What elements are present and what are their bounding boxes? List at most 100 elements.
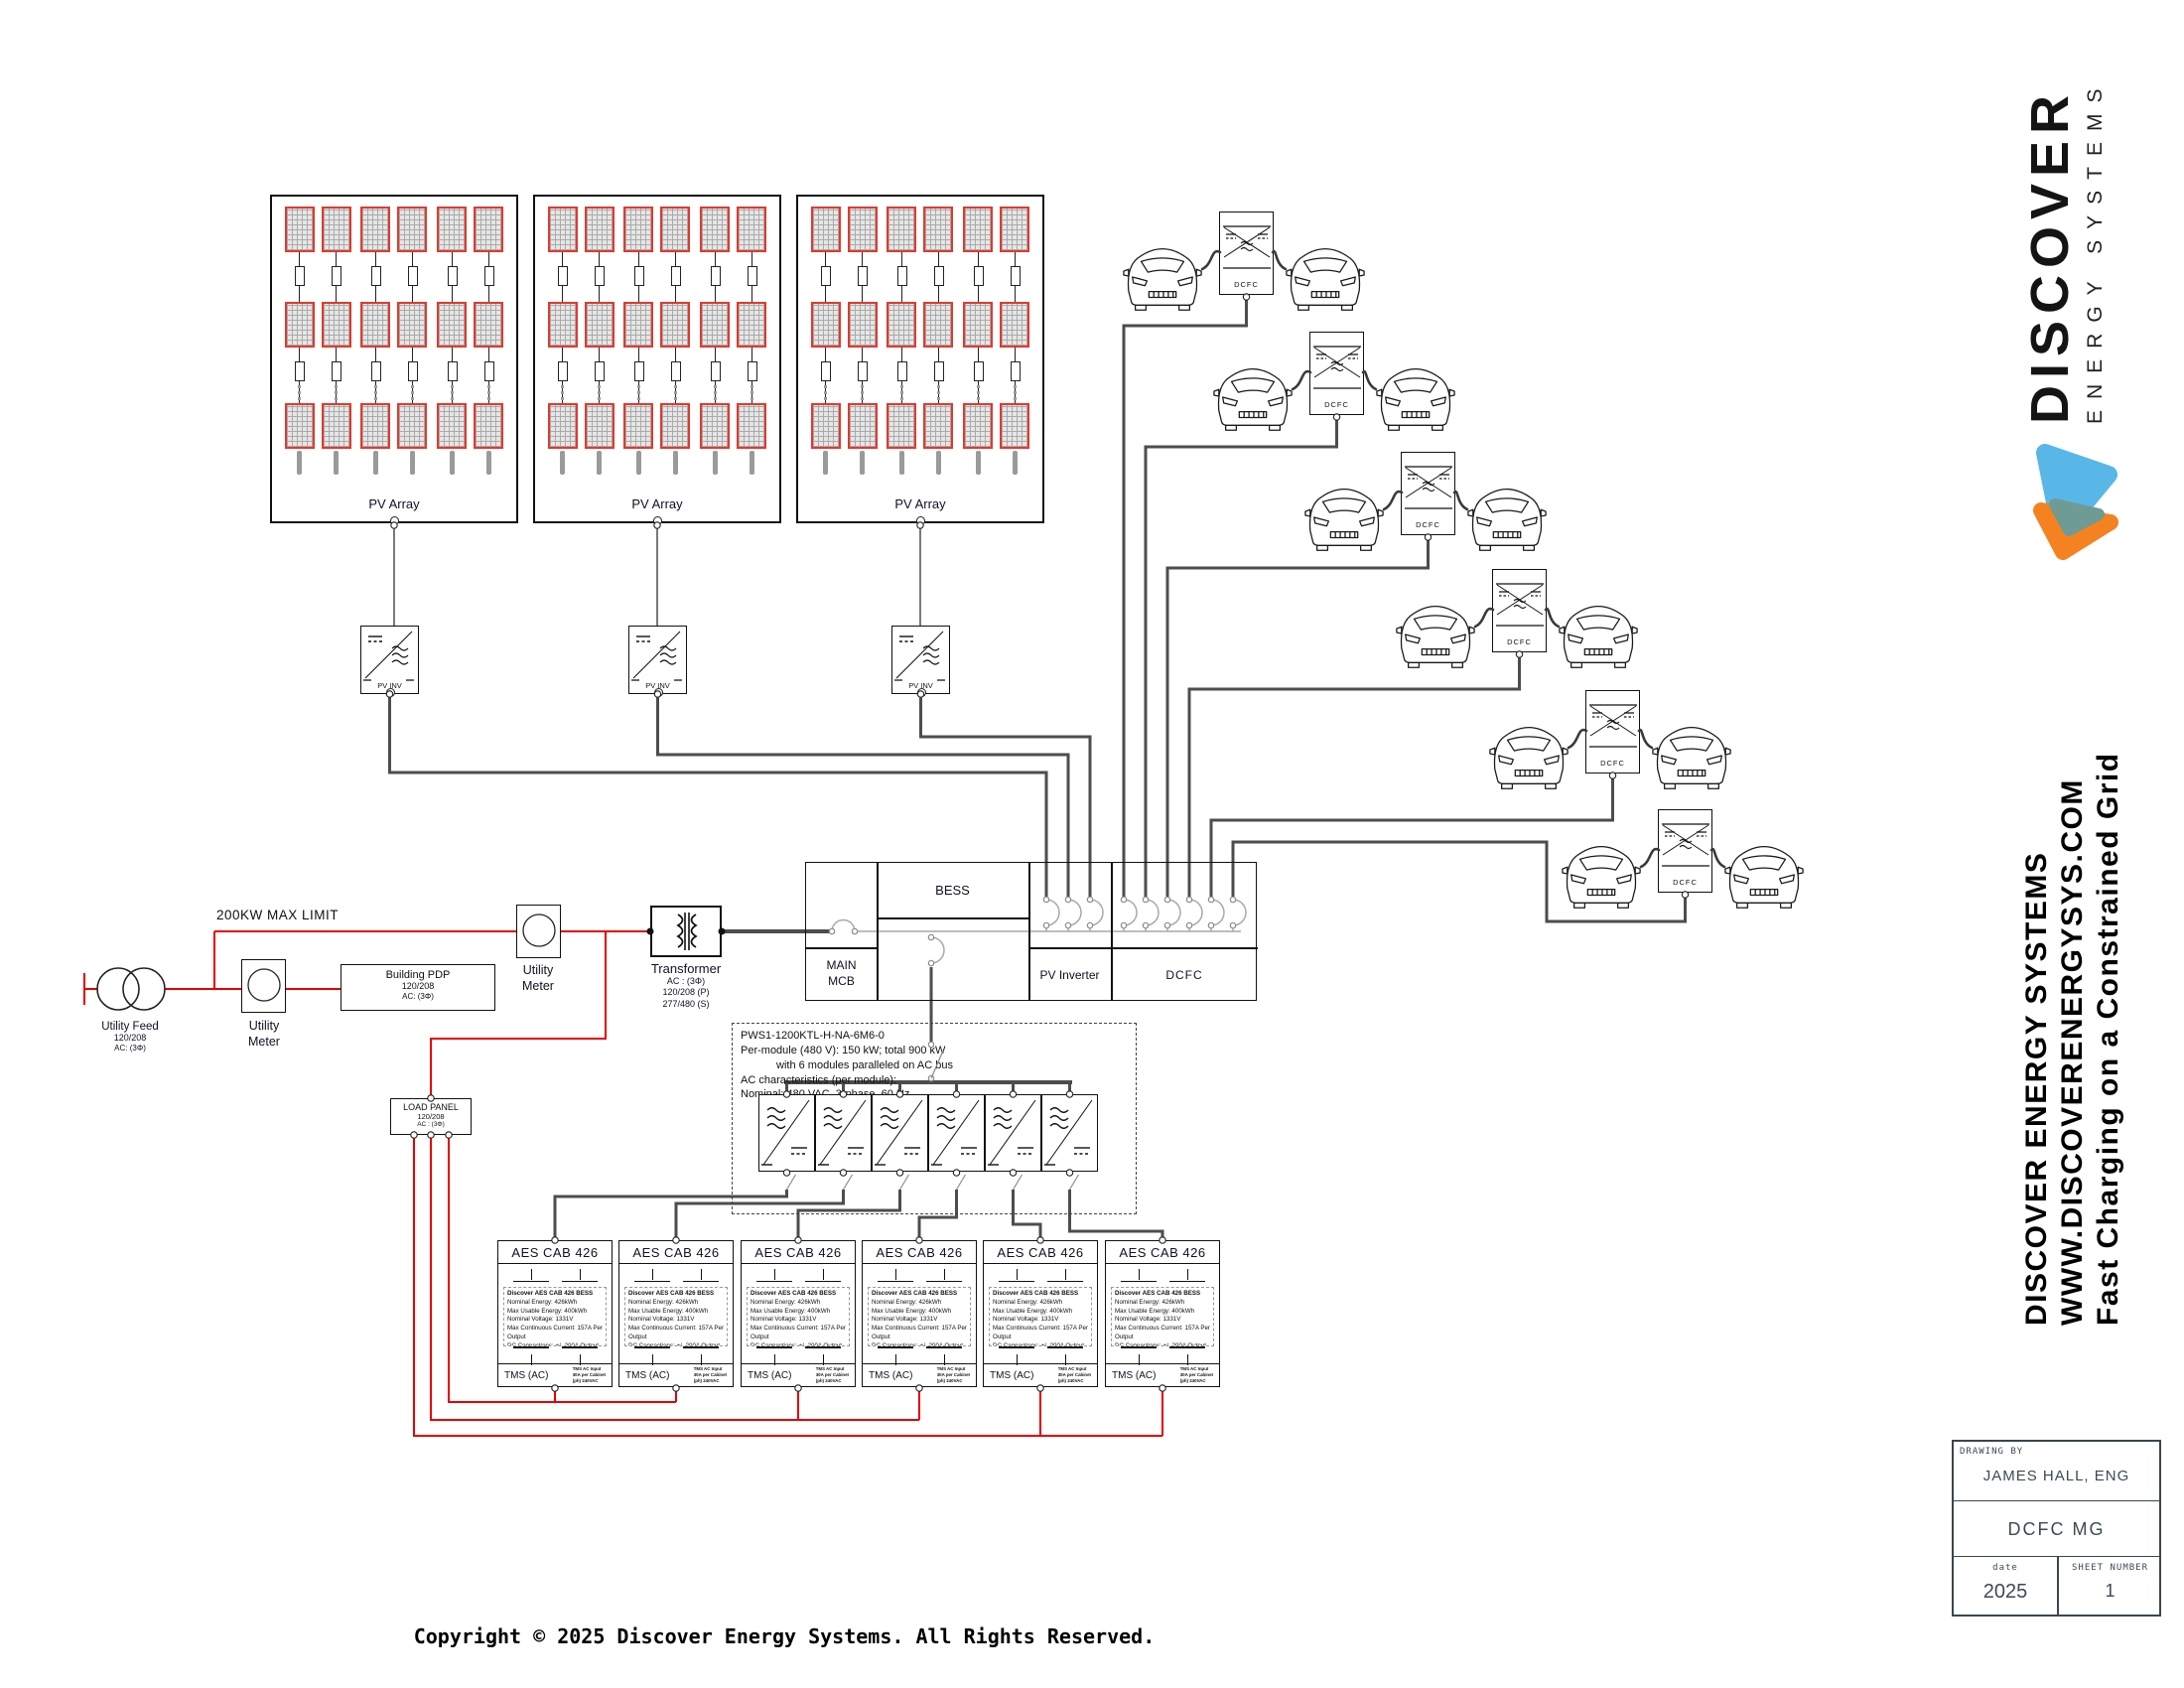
pv-panel-icon (887, 403, 917, 449)
pv-string-pair (360, 207, 428, 477)
cabinet-footer: TMS (AC) TMS AC Input 30A per Cabinet (p… (984, 1363, 1097, 1386)
dcfc-station-label: DCFC (1673, 878, 1698, 887)
dc-contact-icon (1168, 1269, 1205, 1282)
bess-section-label: BESS (935, 883, 970, 898)
dcfc-symbol-icon (1495, 583, 1544, 627)
spec-line: Discover AES CAB 426 BESS (628, 1290, 715, 1297)
pv-panel-icon (623, 207, 654, 252)
dc-contact-icon (925, 1346, 962, 1365)
cabinet-title: AES CAB 426 (1106, 1241, 1219, 1264)
dc-contact-icon (512, 1346, 549, 1365)
cabinet-title: AES CAB 426 (619, 1241, 733, 1264)
spec-line: Max Usable Energy: 400kWh (993, 1307, 1073, 1315)
fuse-icon (670, 361, 681, 381)
utility-meter-2-label: Utility Meter (522, 963, 554, 993)
fuse-icon (483, 361, 494, 381)
spec-line: Max Continuous Current: 157A Per Output (507, 1325, 603, 1340)
dcfc-charger: DCFC (1401, 452, 1455, 535)
pv-panel-icon (284, 207, 315, 252)
spec-line: Nominal Energy: 426kWh (507, 1298, 578, 1306)
inverter-symbol-icon (363, 631, 414, 681)
ev-car-icon (1286, 248, 1365, 311)
bess-inverter-module-icon (818, 1099, 867, 1166)
pv-panel-icon (847, 207, 878, 252)
spec-line: DC Connections: +/- 200A Output (993, 1341, 1085, 1346)
drawing-by-value: JAMES HALL, ENG (1982, 1468, 2130, 1484)
fuse-icon (370, 361, 381, 381)
dc-contact-icon (755, 1346, 792, 1365)
pv-panel-icon (737, 302, 767, 348)
main-mcb-label: MAIN MCB (826, 958, 857, 988)
ev-car-icon (1467, 489, 1547, 551)
dcfc-charger: DCFC (1309, 332, 1364, 415)
title-block: DRAWING BY JAMES HALL, ENG DCFC MG date … (1952, 1440, 2161, 1617)
bess-inverter-module-4 (928, 1094, 985, 1172)
fuse-icon (595, 266, 606, 286)
tms-note: TMS AC Input 30A per Cabinet (ph) 240VAC (1057, 1366, 1091, 1383)
bess-inverter-notes: PWS1-1200KTL-H-NA-6M6-0 Per-module (480 … (741, 1030, 953, 1100)
pv-string-pair (810, 207, 878, 477)
dc-breaker-row (742, 1269, 855, 1282)
spec-line: Nominal Voltage: 1331V (628, 1316, 695, 1324)
pv-array-3: PV Array (796, 195, 1044, 525)
spec-line: Nominal Voltage: 1331V (872, 1316, 938, 1324)
pv-panel-icon (360, 207, 391, 252)
date-value: 2025 (1982, 1581, 2028, 1603)
tms-label: TMS (AC) (869, 1369, 913, 1381)
dc-breaker-row (863, 1346, 976, 1365)
fuse-icon (933, 361, 944, 381)
dc-contact-icon (1046, 1346, 1083, 1365)
battery-cabinet-2: AES CAB 426 Discover AES CAB 426 BESS No… (618, 1240, 734, 1387)
divider (806, 947, 877, 949)
pv-panel-icon (437, 403, 468, 449)
pv-string-column (1000, 207, 1030, 477)
cabinet-spec-box: Discover AES CAB 426 BESS Nominal Energy… (1111, 1287, 1214, 1346)
pv-panel-icon (810, 207, 841, 252)
bess-inverter-module-2 (815, 1094, 872, 1172)
pv-panel-icon (1000, 207, 1030, 252)
charging-station-4: DCFC (1393, 569, 1641, 676)
charging-station-5: DCFC (1486, 690, 1734, 797)
pv-panel-icon (397, 403, 428, 449)
pv-panel-icon (623, 302, 654, 348)
spec-line: DC Connections: +/- 200A Output (872, 1341, 964, 1346)
pv-panel-icon (584, 403, 614, 449)
spec-line: Max Usable Energy: 400kWh (507, 1307, 588, 1315)
string-terminal-icon (297, 451, 303, 475)
fuse-icon (747, 266, 757, 286)
charging-station-1: DCFC (1120, 211, 1368, 319)
pv-panel-icon (284, 403, 315, 449)
pv-panel-icon (321, 302, 351, 348)
fuse-icon (332, 361, 342, 381)
battery-cabinet-1: AES CAB 426 Discover AES CAB 426 BESS No… (497, 1240, 613, 1387)
pv-panel-icon (284, 302, 315, 348)
fuse-icon (670, 266, 681, 286)
dc-contact-icon (633, 1346, 670, 1365)
string-terminal-icon (975, 451, 981, 475)
pv-array-label: PV Array (631, 496, 683, 511)
tms-label: TMS (AC) (990, 1369, 1034, 1381)
pv-panel-icon (963, 302, 994, 348)
pv-panel-icon (737, 403, 767, 449)
string-terminal-icon (672, 451, 678, 475)
fuse-icon (370, 266, 381, 286)
pv-panel-icon (397, 302, 428, 348)
ev-car-icon (1376, 368, 1455, 431)
spec-line: Discover AES CAB 426 BESS (993, 1290, 1079, 1297)
dc-breaker-row (619, 1346, 733, 1365)
inverter-symbol-icon (894, 631, 945, 681)
dcfc-station-label: DCFC (1600, 759, 1625, 768)
transformer-label: Transformer AC : (3Φ) 120/208 (P) 277/48… (650, 961, 722, 1009)
pv-panel-icon (623, 403, 654, 449)
pv-inverter-3: PV INV (891, 626, 950, 697)
spec-line: DC Connections: +/- 200A Output (507, 1341, 600, 1346)
fuse-icon (633, 266, 644, 286)
spec-line: Max Continuous Current: 157A Per Output (872, 1325, 967, 1340)
connector-node-icon (653, 516, 662, 525)
tms-label: TMS (AC) (1112, 1369, 1157, 1381)
pv-panel-icon (437, 302, 468, 348)
bess-inverter-module-icon (931, 1099, 980, 1166)
pv-panel-icon (887, 302, 917, 348)
sidebar-line-company: DISCOVER ENERGY SYSTEMS (2020, 851, 2053, 1326)
pv-panel-icon (923, 403, 954, 449)
